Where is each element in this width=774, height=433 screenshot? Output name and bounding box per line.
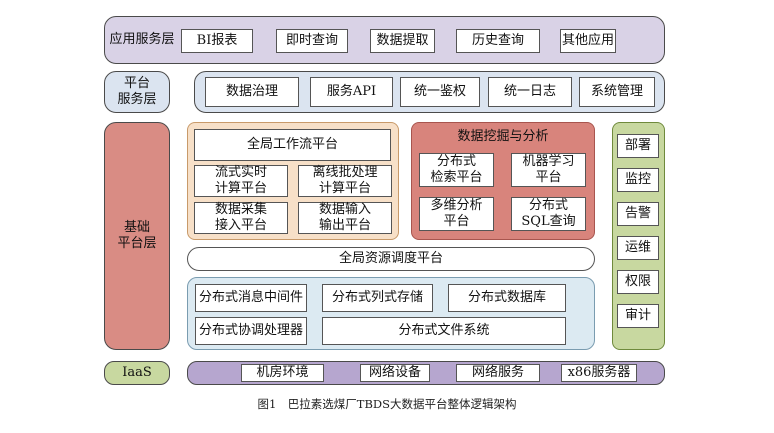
iaas-network-services: 网络服务 (456, 364, 540, 382)
mining-distributed-search: 分布式 检索平台 (419, 153, 494, 187)
storage-coordination: 分布式协调处理器 (195, 317, 307, 345)
iaas-x86-servers: x86服务器 (561, 364, 637, 382)
mining-machine-learning: 机器学习 平台 (511, 153, 586, 187)
ops-permissions: 权限 (617, 270, 659, 294)
storage-file-system: 分布式文件系统 (322, 317, 566, 345)
workflow-data-ingest: 数据采集 接入平台 (194, 202, 288, 234)
ops-deploy: 部署 (617, 134, 659, 158)
iaas-datacenter: 机房环境 (241, 364, 324, 382)
workflow-batch-computing: 离线批处理 计算平台 (298, 165, 392, 197)
base-platform-layer-label: 基础 平台层 (117, 220, 157, 251)
ops-operations: 运维 (617, 236, 659, 260)
storage-message-middleware: 分布式消息中间件 (195, 284, 307, 312)
mining-olap: 多维分析 平台 (419, 197, 494, 231)
mining-distributed-sql: 分布式 SQL查询 (511, 197, 586, 231)
workflow-data-io: 数据输入 输出平台 (298, 202, 392, 234)
figure-caption: 图1 巴拉素选煤厂TBDS大数据平台整体逻辑架构 (257, 397, 517, 411)
app-item-instant-query: 即时查询 (276, 29, 348, 53)
app-item-other-apps: 其他应用 (560, 29, 616, 53)
app-item-data-extract: 数据提取 (370, 29, 435, 53)
platform-item-unified-log: 统一日志 (488, 77, 572, 107)
ops-audit: 审计 (617, 304, 659, 328)
iaas-label: IaaS (122, 365, 152, 380)
platform-item-unified-auth: 统一鉴权 (400, 77, 480, 107)
platform-item-service-api: 服务API (310, 77, 393, 107)
base-platform-layer-label-block (104, 122, 170, 350)
iaas-label-block (104, 361, 170, 385)
workflow-stream-computing: 流式实时 计算平台 (194, 165, 288, 197)
ops-monitor: 监控 (617, 168, 659, 192)
platform-item-data-governance: 数据治理 (205, 77, 299, 107)
iaas-network-devices: 网络设备 (360, 364, 430, 382)
app-service-layer-label: 应用服务层 (109, 32, 175, 47)
platform-service-layer-label-block (104, 71, 170, 113)
workflow-platform-title: 全局工作流平台 (194, 129, 391, 161)
app-item-history-query: 历史查询 (456, 29, 540, 53)
platform-service-layer-label: 平台 服务层 (117, 76, 157, 107)
storage-distributed-db: 分布式数据库 (448, 284, 566, 312)
platform-item-system-mgmt: 系统管理 (579, 77, 655, 107)
ops-alert: 告警 (617, 202, 659, 226)
data-mining-title: 数据挖掘与分析 (457, 129, 549, 144)
global-resource-scheduler: 全局资源调度平台 (187, 247, 595, 271)
storage-column-store: 分布式列式存储 (322, 284, 433, 312)
app-item-bi-report: BI报表 (181, 29, 253, 53)
